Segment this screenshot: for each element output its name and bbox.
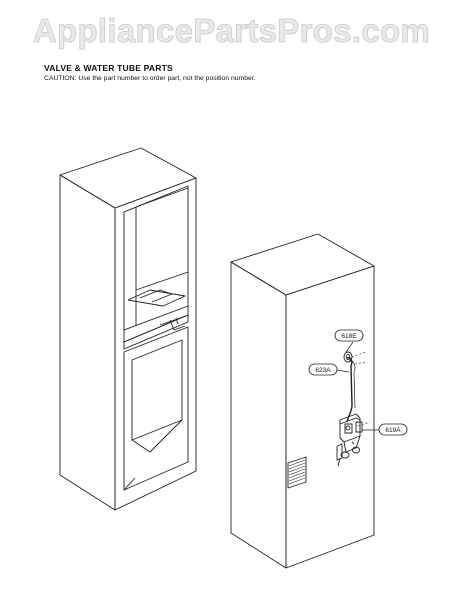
callout-label: 619A [385,427,401,434]
page-title: VALVE & WATER TUBE PARTS [44,63,173,73]
callout-619a: 619A [362,423,408,436]
refrigerator-rear-view [230,233,375,569]
callout-623a: 623A [308,363,350,376]
callout-618e: 618E [334,329,364,353]
callout-label: 618E [341,333,357,340]
caution-note: CAUTION: Use the part number to order pa… [44,75,256,82]
refrigerator-front-view [59,147,197,511]
callout-label: 623A [315,367,331,374]
watermark: AppliancePartsPros.com [32,12,431,50]
water-valve-assembly [336,351,371,467]
